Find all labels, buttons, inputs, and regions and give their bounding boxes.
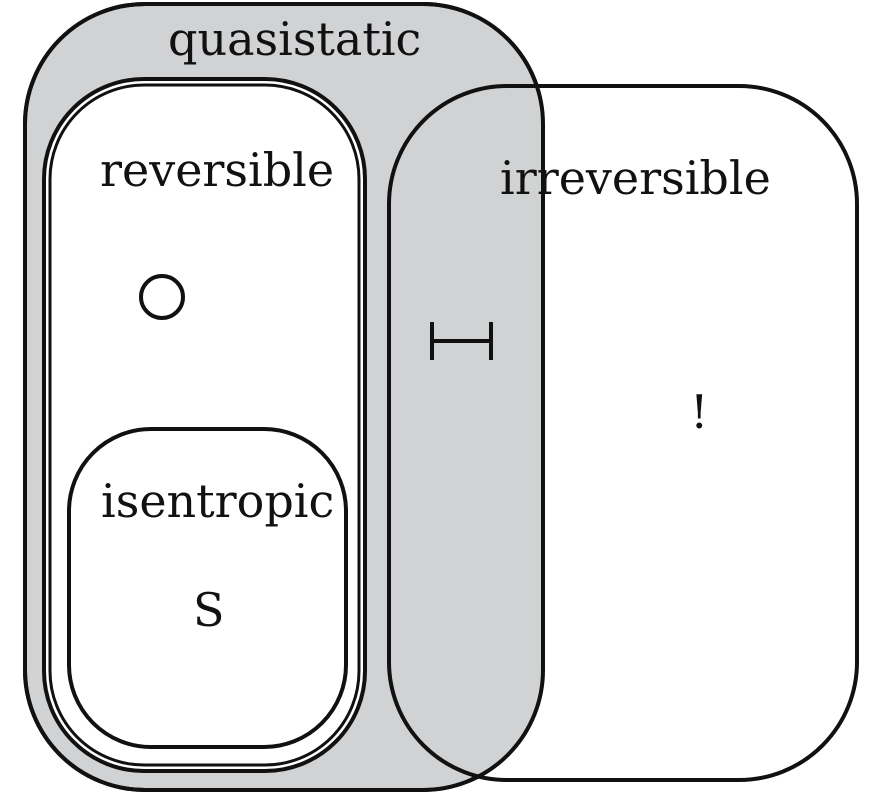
quasistatic-label: quasistatic [168, 12, 421, 66]
isentropic-label: isentropic [101, 474, 334, 528]
irreversible-outline [387, 84, 859, 782]
quasistatic-outline [23, 2, 545, 792]
isentropic-symbol: S [193, 583, 225, 637]
irreversible-symbol: ! [690, 385, 709, 439]
isentropic-region-outer [67, 427, 348, 749]
reversible-region-inner [48, 83, 361, 767]
circle-icon [139, 274, 185, 320]
overlap-region [389, 86, 543, 780]
interval-bar-icon [430, 322, 493, 360]
reversible-label: reversible [100, 143, 334, 197]
irreversible-label: irreversible [500, 151, 771, 205]
